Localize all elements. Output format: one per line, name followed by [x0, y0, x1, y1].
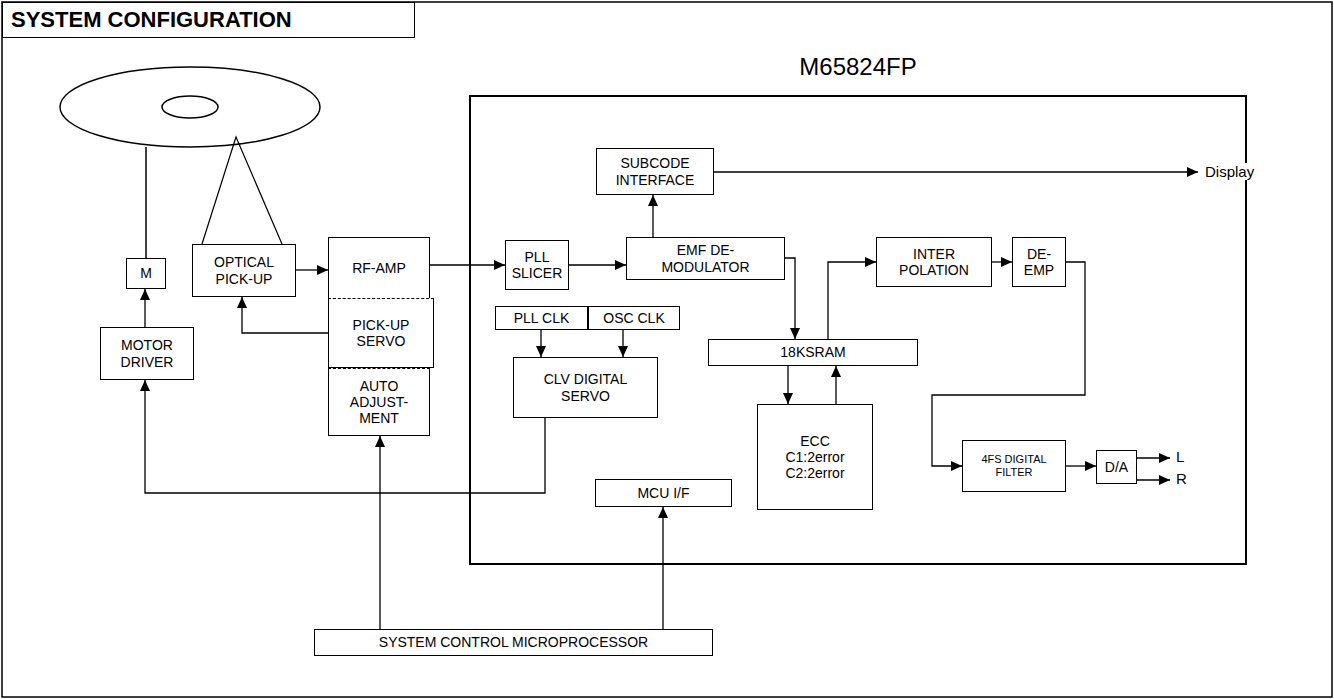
signal-arrow	[242, 297, 328, 333]
block-box: AUTO ADJUST- MENT	[328, 368, 430, 436]
block-box: PLL CLK	[495, 306, 588, 330]
block-box: OSC CLK	[588, 306, 680, 330]
box-label: AUTO ADJUST- MENT	[340, 378, 418, 426]
signal-arrow	[379, 436, 380, 629]
block-box: PICK-UP SERVO	[328, 298, 434, 368]
signal-arrow	[430, 264, 505, 265]
disc-hole	[162, 96, 218, 118]
signal-arrow	[652, 195, 653, 237]
box-label: PLL CLK	[514, 310, 570, 326]
display-arrow	[710, 171, 1198, 172]
channel-label: L	[1174, 448, 1186, 465]
signal-arrow	[785, 258, 795, 339]
block-box: EMF DE-MODULATOR	[626, 237, 785, 280]
box-label: PLL SLICER	[509, 249, 565, 281]
box-label: 4FS DIGITAL FILTER	[972, 453, 1056, 478]
block-box: M	[126, 258, 166, 289]
block-box: 18KSRAM	[708, 339, 918, 366]
output-label: Display	[1203, 163, 1256, 180]
signal-arrow	[662, 507, 663, 629]
block-box: MCU I/F	[595, 479, 732, 507]
laser-beam	[202, 137, 282, 244]
box-label: RF-AMP	[352, 260, 406, 276]
block-box: DE- EMP	[1012, 237, 1066, 287]
signal-arrow	[828, 262, 876, 339]
box-label: EMF DE-MODULATOR	[646, 242, 766, 274]
block-box: OPTICAL PICK-UP	[192, 244, 296, 297]
box-label: CLV DIGITAL SERVO	[541, 371, 631, 403]
block-box: INTER POLATION	[876, 237, 992, 287]
title-tab: SYSTEM CONFIGURATION	[2, 2, 415, 38]
box-label: OPTICAL PICK-UP	[196, 254, 292, 286]
signal-arrow	[540, 330, 541, 357]
block-box: RF-AMP	[328, 237, 430, 298]
block-box: CLV DIGITAL SERVO	[513, 357, 658, 418]
box-label: MCU I/F	[637, 485, 689, 501]
signal-arrow	[144, 289, 145, 327]
box-label: OSC CLK	[603, 310, 664, 326]
block-box: MOTOR DRIVER	[100, 327, 194, 380]
signal-arrow	[622, 330, 623, 357]
spindle-shaft	[145, 147, 147, 258]
block-box: 4FS DIGITAL FILTER	[962, 440, 1066, 492]
box-label: MOTOR DRIVER	[104, 337, 190, 369]
block-box: SUBCODE INTERFACE	[596, 148, 714, 195]
box-label: PICK-UP SERVO	[332, 317, 430, 349]
box-note: C1:2error	[785, 449, 844, 465]
box-note: C2:2error	[785, 465, 844, 481]
block-box: D/A	[1096, 450, 1137, 484]
signal-arrow	[296, 269, 328, 270]
right-out-arrow	[1137, 479, 1170, 480]
box-label: M	[140, 265, 152, 281]
box-label: SUBCODE INTERFACE	[600, 155, 710, 187]
signal-arrow	[1066, 465, 1096, 466]
block-box: PLL SLICER	[505, 240, 569, 290]
box-label: SYSTEM CONTROL MICROPROCESSOR	[379, 634, 648, 650]
signal-arrow	[932, 262, 1085, 466]
signal-arrow	[835, 366, 836, 404]
channel-label: R	[1174, 470, 1189, 487]
box-label: INTER POLATION	[899, 246, 969, 278]
block-box: ECCC1:2errorC2:2error	[757, 404, 873, 510]
box-label: D/A	[1105, 459, 1128, 475]
box-label: ECC	[800, 433, 830, 449]
left-out-arrow	[1137, 457, 1170, 458]
box-label: DE- EMP	[1019, 246, 1059, 278]
signal-arrow	[569, 264, 626, 265]
signal-arrow	[992, 261, 1012, 262]
block-box: SYSTEM CONTROL MICROPROCESSOR	[314, 629, 713, 656]
box-label: 18KSRAM	[780, 344, 845, 360]
signal-arrow	[787, 366, 788, 404]
chip-name: M65824FP	[471, 53, 1245, 81]
chip-outline: M65824FPSUBCODE INTERFACEPLL SLICEREMF D…	[469, 95, 1247, 565]
disc	[60, 67, 320, 147]
